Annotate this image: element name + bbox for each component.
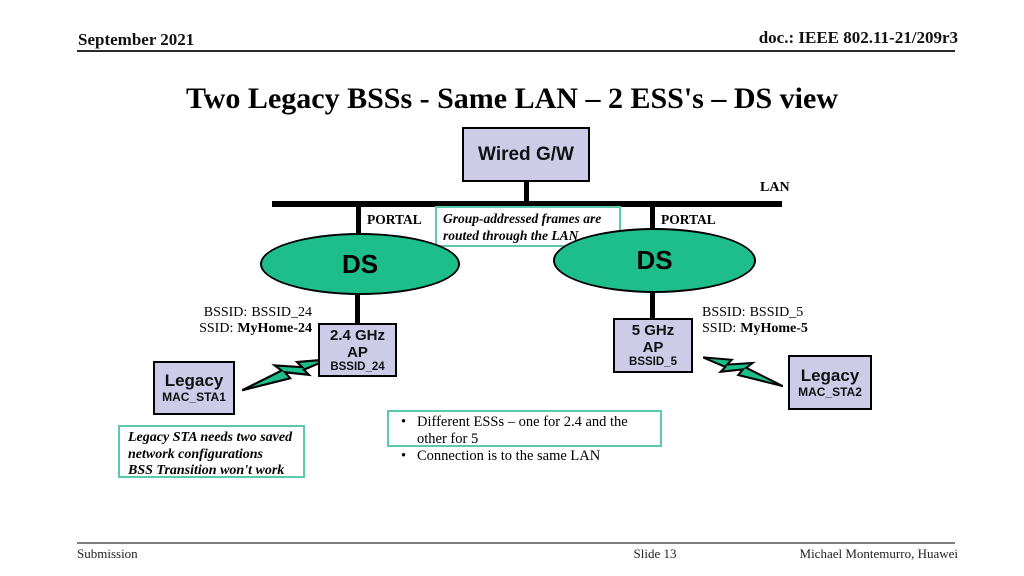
ds-right-label: DS <box>636 245 673 275</box>
ds-ap24-connector <box>355 295 360 325</box>
ap-24ghz-box: 2.4 GHz AP BSSID_24 <box>318 323 397 377</box>
ids-5-ssid-label: SSID: <box>702 321 737 336</box>
group-note-line1: Group-addressed frames are <box>443 211 602 226</box>
ap-5ghz-bssid: BSSID_5 <box>629 356 677 368</box>
gateway-lan-connector <box>524 182 529 205</box>
ids-5-bssid-value: BSSID_5 <box>749 305 804 320</box>
header-rule <box>77 50 955 52</box>
header-date: September 2021 <box>78 30 195 49</box>
wired-gateway-label: Wired G/W <box>478 143 574 165</box>
ap-24ghz-band: 2.4 GHz <box>329 326 386 344</box>
ids-24-bssid-value: BSSID_24 <box>251 305 312 320</box>
wireless-link-bolt-left-icon <box>242 358 328 392</box>
ids-24-ssid-value: MyHome-24 <box>237 321 312 336</box>
ids-5-bssid-line: BSSID:BSSID_5 <box>702 305 872 321</box>
group-note-line2: routed through the LAN <box>443 228 579 243</box>
slide-title: Two Legacy BSSs - Same LAN – 2 ESS's – D… <box>185 82 839 115</box>
ids-24-annotation: BSSID:BSSID_24 SSID:MyHome-24 <box>160 305 312 337</box>
ids-24-bssid-line: BSSID:BSSID_24 <box>160 305 312 321</box>
legacy-sta-note-line3: BSS Transition won't work <box>128 463 285 478</box>
ap-24ghz-role: AP <box>347 343 368 361</box>
ids-24-ssid-label: SSID: <box>199 321 234 336</box>
ess-bullet-2: Connection is to the same LAN <box>395 448 652 465</box>
ids-5-bssid-label: BSSID: <box>702 305 746 320</box>
ds-right-ellipse: DS <box>553 228 756 293</box>
wired-gateway-box: Wired G/W <box>462 127 590 182</box>
legacy-sta1-name: Legacy <box>164 371 224 390</box>
ap-24ghz-bssid: BSSID_24 <box>330 360 385 373</box>
ap-5ghz-band: 5 GHz <box>631 322 675 339</box>
legacy-sta-note-line1: Legacy STA needs two saved <box>128 430 293 445</box>
ess-bullet-1: Different ESSs – one for 2.4 and the oth… <box>395 414 652 448</box>
ids-5-annotation: BSSID:BSSID_5 SSID:MyHome-5 <box>702 305 872 337</box>
ds-left-ellipse: DS <box>260 233 460 295</box>
legacy-sta1-mac: MAC_STA1 <box>162 390 226 404</box>
legacy-sta2-mac: MAC_STA2 <box>798 384 862 399</box>
ids-24-bssid-label: BSSID: <box>203 305 248 320</box>
legacy-sta2-name: Legacy <box>800 365 860 385</box>
ap-5ghz-box: 5 GHz AP BSSID_5 <box>613 318 693 373</box>
portal-right-label: PORTAL <box>661 212 716 227</box>
portal-left-connector <box>356 207 361 236</box>
legacy-sta-note-line2: network configurations <box>128 446 263 462</box>
ap-5ghz-role: AP <box>642 339 664 356</box>
lan-bus-line <box>272 201 782 207</box>
footer-author: Michael Montemurro, Huawei <box>799 546 958 561</box>
footer-slide-number: Slide 13 <box>633 546 677 561</box>
wireless-link-bolt-right-icon <box>703 356 783 388</box>
header-doc-number: doc.: IEEE 802.11-21/209r3 <box>758 28 958 47</box>
legacy-sta2-box: Legacy MAC_STA2 <box>788 355 872 410</box>
lan-label: LAN <box>760 180 790 195</box>
portal-right-connector <box>650 207 655 232</box>
ess-bullets-box: Different ESSs – one for 2.4 and the oth… <box>387 410 662 465</box>
ids-5-ssid-line: SSID:MyHome-5 <box>702 321 872 337</box>
ds-left-label: DS <box>341 248 379 279</box>
footer-rule <box>77 542 955 544</box>
ds-ap5-connector <box>650 291 655 320</box>
legacy-sta-note-box: Legacy STA needs two saved network confi… <box>118 425 305 478</box>
portal-left-label: PORTAL <box>367 212 422 227</box>
footer-submission: Submission <box>77 546 138 561</box>
ids-24-ssid-line: SSID:MyHome-24 <box>160 321 312 337</box>
ids-5-ssid-value: MyHome-5 <box>740 321 808 336</box>
legacy-sta1-box: Legacy MAC_STA1 <box>153 361 235 415</box>
ess-bullets-list: Different ESSs – one for 2.4 and the oth… <box>395 414 652 465</box>
